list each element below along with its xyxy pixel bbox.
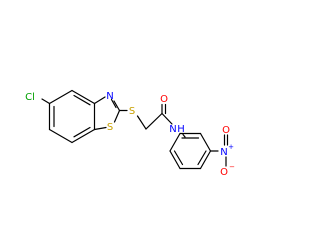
chlorine-atom: Cl <box>25 92 35 103</box>
bond-n-aryl <box>182 133 186 138</box>
thioether-sulfur-atom: S <box>129 106 135 117</box>
nitro-oxygen-single-atom: O <box>220 167 228 178</box>
bond-c-n-amide <box>161 112 173 125</box>
nitro-oxygen-double-atom: O <box>222 125 230 136</box>
nitro-nitrogen-charge: + <box>228 143 234 151</box>
amide-hydrogen-atom: H <box>177 124 185 135</box>
amide-nitrogen-atom: N <box>169 124 176 135</box>
thiazole-nitrogen-atom: N <box>106 91 113 102</box>
benzothiazole-benzene-ring <box>48 89 96 144</box>
nitrophenyl-ring <box>169 132 212 170</box>
nitro-bonds <box>209 134 229 167</box>
nitro-nitrogen-atom: N <box>220 147 227 158</box>
thioether-linker <box>118 109 163 130</box>
bond-c-cl <box>41 98 51 105</box>
carbonyl-bond <box>161 103 167 115</box>
thiazole-sulfur-atom: S <box>107 122 113 133</box>
molecule-structure: Cl N S S O N H N + O O − <box>25 89 235 178</box>
thiazole-ring <box>93 96 121 131</box>
carbonyl-oxygen-atom: O <box>160 94 168 105</box>
nitro-oxygen-charge: − <box>229 163 235 171</box>
